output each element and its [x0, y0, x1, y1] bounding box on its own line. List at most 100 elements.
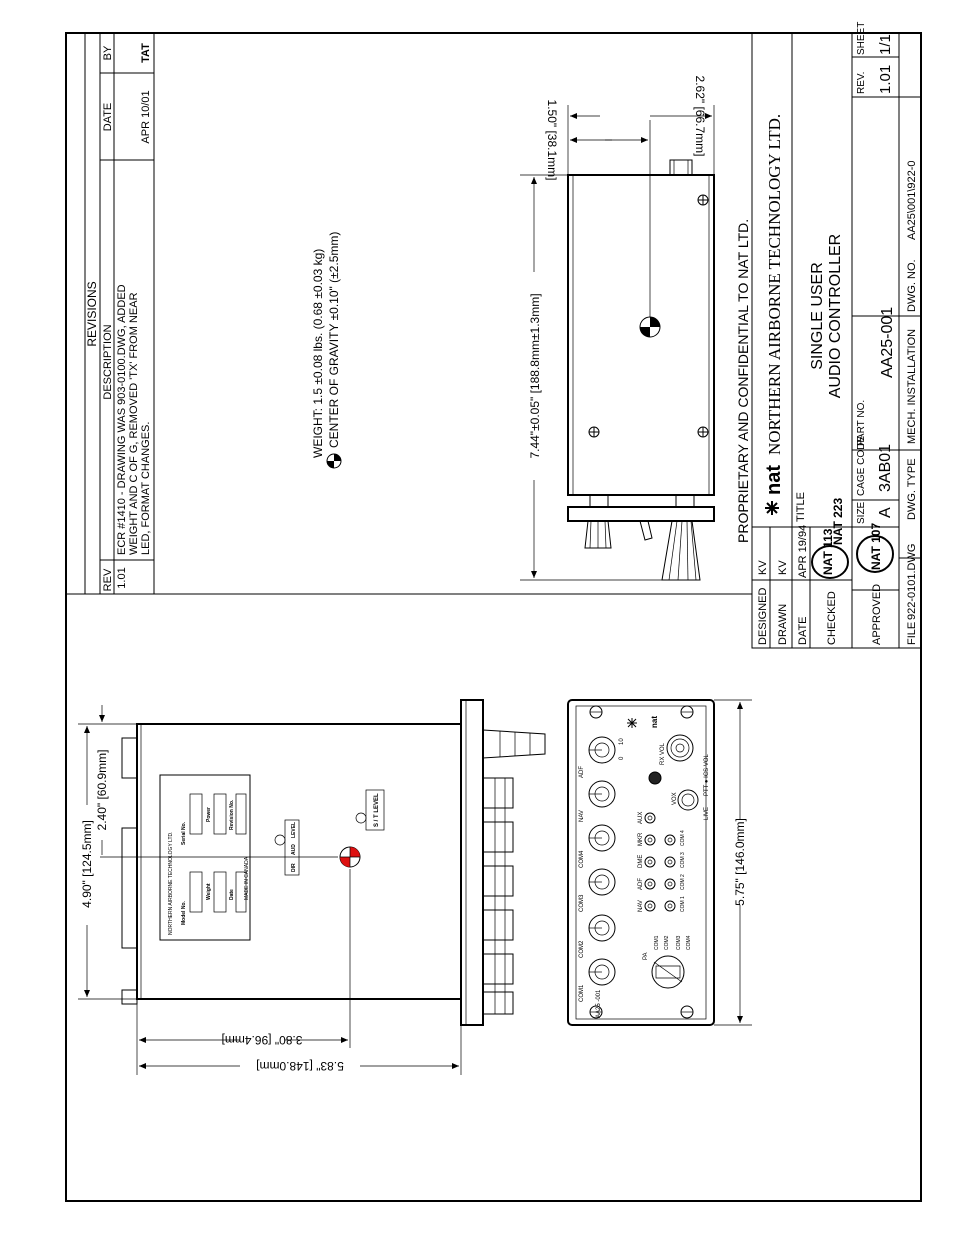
company-logo-icon: [765, 501, 779, 515]
dwg-no-value: AA25\001\922-0: [906, 160, 918, 240]
cage-value: 3AB01: [877, 444, 894, 492]
revisions-table: REVISIONS REV DESCRIPTION DATE BY 1.01 E…: [84, 32, 155, 595]
selector-com2: COM2: [664, 935, 670, 950]
nameplate-weight: Weight: [206, 883, 212, 900]
weight-note: WEIGHT: 1.5 ±0.08 lbs. (0.68 ±0.03 kg) C…: [311, 232, 342, 469]
toggle-com1[interactable]: [664, 900, 676, 912]
toggle-com4[interactable]: [664, 834, 676, 846]
pa-selector[interactable]: [651, 955, 685, 989]
front-model: AA25 -001: [596, 989, 602, 1018]
nameplate: [159, 774, 251, 941]
rev-by: TAT: [140, 43, 152, 63]
drawn-value: KV: [777, 560, 789, 575]
cage-label: CAGE CODE: [856, 436, 867, 496]
selector-com3: COM3: [676, 935, 682, 950]
toggle-label-com4: COM 4: [680, 830, 686, 846]
rev-number: 1.01: [116, 567, 128, 588]
knob-com2[interactable]: [588, 914, 616, 942]
nameplate-model: Model No.: [181, 901, 187, 925]
sheet-border: [65, 32, 922, 1202]
knob-com1[interactable]: [588, 958, 616, 986]
approved-stamp-text: NAT 107: [869, 523, 883, 570]
toggle-mkr[interactable]: [644, 834, 656, 846]
toggle-label-com3: COM 3: [680, 852, 686, 868]
designed-label: DESIGNED: [757, 587, 769, 645]
vox-knob[interactable]: [677, 789, 699, 811]
approved-label: APPROVED: [871, 584, 883, 645]
col-date: DATE: [102, 103, 114, 132]
toggle-com3[interactable]: [664, 856, 676, 868]
front-width-dimension: 5.75" [146.0mm]: [733, 818, 747, 906]
cog-text: CENTER OF GRAVITY ±0.10" (±2.5mm): [327, 232, 341, 448]
rev-description-line: WEIGHT AND C OF G, REMOVED 'TX' FROM NEA…: [128, 292, 140, 555]
st-level-label: S / T LEVEL: [374, 793, 380, 827]
rx-vol-label: RX VOL: [660, 742, 666, 765]
dwg-type-label: DWG. TYPE: [906, 458, 918, 520]
knob-label-com2: COM2: [579, 940, 585, 958]
size-value: A: [877, 507, 894, 518]
toggle-label-nav: NAV: [638, 900, 644, 912]
toggle-label-dme: DME: [638, 855, 644, 868]
nameplate-power: Power: [206, 807, 212, 822]
drawn-label: DRAWN: [777, 604, 789, 645]
checked-label: CHECKED: [826, 591, 838, 645]
revisions-heading: REVISIONS: [85, 281, 99, 346]
depth-dimension: 7.44"±0.05" [188.8mm±1.3mm]: [528, 293, 542, 458]
rev-description-line: LED, FORMAT CHANGES.: [140, 422, 152, 555]
sheet-value: 1/1: [877, 34, 894, 55]
toggle-nav[interactable]: [644, 900, 656, 912]
part-value: AA25-001: [879, 307, 896, 378]
knob-nav[interactable]: [588, 780, 616, 808]
switch-label-level: LEVEL: [291, 822, 297, 838]
front-logo: nat: [650, 716, 659, 728]
title-block: PROPRIETARY AND CONFIDENTIAL TO NAT LTD.…: [735, 22, 922, 649]
sheet-label: SHEET: [856, 22, 867, 55]
file-label: FILE: [906, 622, 918, 645]
switch-label-aud: AUD: [291, 844, 297, 855]
rev-value: 1.01: [877, 65, 894, 94]
designed-value: KV: [757, 560, 769, 575]
selector-com1: COM1: [654, 935, 660, 950]
toggle-com2[interactable]: [664, 878, 676, 890]
toggle-dme[interactable]: [644, 856, 656, 868]
vox-label: VOX: [672, 792, 678, 805]
cg-offset-dimension: 3.80" [96.4mm]: [222, 1033, 303, 1047]
checked-stamp: [811, 545, 849, 579]
col-by: BY: [102, 45, 114, 60]
toggle-label-com1: COM 1: [680, 896, 686, 912]
dwg-no-label: DWG. NO.: [906, 259, 918, 312]
title-line-2: AUDIO CONTROLLER: [827, 234, 844, 398]
rx-volume-knob[interactable]: [666, 734, 694, 762]
nameplate-revision: Revision No.: [229, 799, 235, 830]
asterisk-logo-icon: [627, 718, 637, 728]
side-view: 7.44"±0.05" [188.8mm±1.3mm] 1.50" [38.1m…: [520, 76, 715, 581]
rev-description-line: ECR #1410 - DRAWING WAS 903-0100.DWG, AD…: [116, 284, 128, 555]
knob-adf[interactable]: [588, 736, 616, 764]
ics-vol-label: PTT ● ICS VOL: [704, 753, 710, 796]
part-label: PART NO.: [856, 400, 867, 446]
live-label: LIVE: [704, 807, 710, 820]
weight-text: WEIGHT: 1.5 ±0.08 lbs. (0.68 ±0.03 kg): [311, 249, 325, 458]
phone-jack: [648, 771, 662, 785]
approved-stamp: [856, 535, 894, 573]
dwg-type-value: MECH. INSTALLATION: [906, 329, 918, 444]
top-overall-dimension: 4.90" [124.5mm]: [80, 820, 94, 908]
knob-com3[interactable]: [588, 868, 616, 896]
proprietary-notice: PROPRIETARY AND CONFIDENTIAL TO NAT LTD.: [735, 219, 751, 543]
knob-com4[interactable]: [588, 824, 616, 852]
rev-label: REV.: [856, 72, 867, 94]
toggle-adf[interactable]: [644, 878, 656, 890]
rev-date: APR 10/01: [140, 90, 152, 143]
toggle-label-mkr: MKR: [638, 832, 644, 846]
side-top-dimension: 1.50" [38.1mm]: [545, 100, 559, 181]
toggle-label-adf: ADF: [638, 878, 644, 890]
toggle-aux[interactable]: [644, 812, 656, 824]
knob-label-com1: COM1: [579, 984, 585, 1002]
scale-min: 0: [619, 756, 625, 760]
pa-label: PA: [643, 952, 649, 960]
body-depth-dimension: 5.83" [148.0mm]: [256, 1059, 344, 1073]
side-width-dimension: 2.62" [66.7mm]: [693, 76, 707, 157]
front-panel-view: COM1 COM2 COM3 COM4 NAV ADF 10 0 AA25 -0…: [567, 699, 752, 1026]
toggle-label-com2: COM 2: [680, 874, 686, 890]
